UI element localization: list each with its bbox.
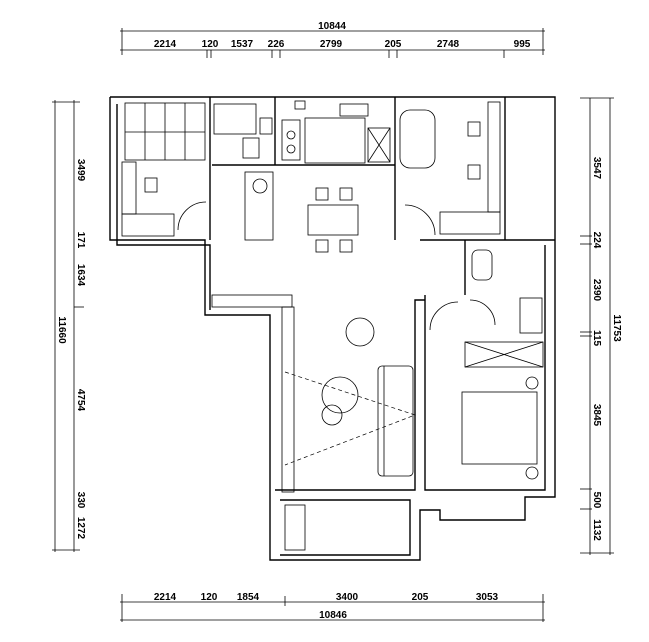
dim-right: 3547 [591, 157, 602, 180]
dining-table [307, 187, 359, 253]
dim-top: 2748 [437, 39, 460, 50]
dim-bottom-total: 10846 [319, 610, 347, 621]
master-bedroom-furniture [429, 301, 544, 480]
left-dimensions: 3499 171 1634 4754 330 1272 11660 [52, 100, 86, 552]
bedroom-1-furniture [121, 102, 207, 237]
bathroom-1-fixtures [213, 103, 274, 241]
right-dimensions: 3547 224 2390 115 3845 500 1132 11753 [580, 97, 622, 555]
dim-right-total: 11753 [611, 314, 622, 342]
top-dimensions: 10844 2214 120 1537 226 2799 205 2748 99… [120, 21, 545, 58]
dim-left-total: 11660 [56, 316, 67, 344]
bathroom-2-fixtures [469, 249, 543, 334]
dim-right: 2390 [591, 279, 602, 302]
dim-left: 3499 [75, 159, 86, 182]
dim-top: 2214 [154, 39, 177, 50]
dim-top-total: 10844 [318, 21, 346, 32]
dim-left: 4754 [75, 389, 86, 412]
dim-top: 1537 [231, 39, 254, 50]
dim-top: 995 [514, 39, 531, 50]
dim-right: 500 [591, 492, 602, 509]
dim-bottom: 3400 [336, 592, 359, 603]
bedroom-2-furniture [399, 101, 501, 236]
dim-bottom: 3053 [476, 592, 499, 603]
kitchen-fixtures [281, 100, 391, 164]
dim-right: 1132 [591, 519, 602, 541]
dim-top: 205 [385, 39, 402, 50]
dim-top: 120 [202, 39, 219, 50]
dim-left: 1272 [75, 517, 86, 540]
dim-top: 2799 [320, 39, 343, 50]
dim-left: 1634 [75, 264, 86, 287]
dim-bottom: 120 [201, 592, 218, 603]
dim-bottom: 205 [412, 592, 429, 603]
dim-right: 3845 [591, 404, 602, 427]
dim-right: 115 [591, 330, 602, 347]
dim-right: 224 [591, 232, 602, 249]
dim-left: 171 [75, 232, 86, 249]
dim-left: 330 [75, 492, 86, 509]
dim-bottom: 1854 [237, 592, 260, 603]
living-room-furniture [211, 294, 417, 551]
walls [109, 96, 556, 561]
bottom-dimensions: 2214 120 1854 3400 205 3053 10846 [120, 592, 545, 622]
dim-bottom: 2214 [154, 592, 177, 603]
dim-top: 226 [268, 39, 285, 50]
